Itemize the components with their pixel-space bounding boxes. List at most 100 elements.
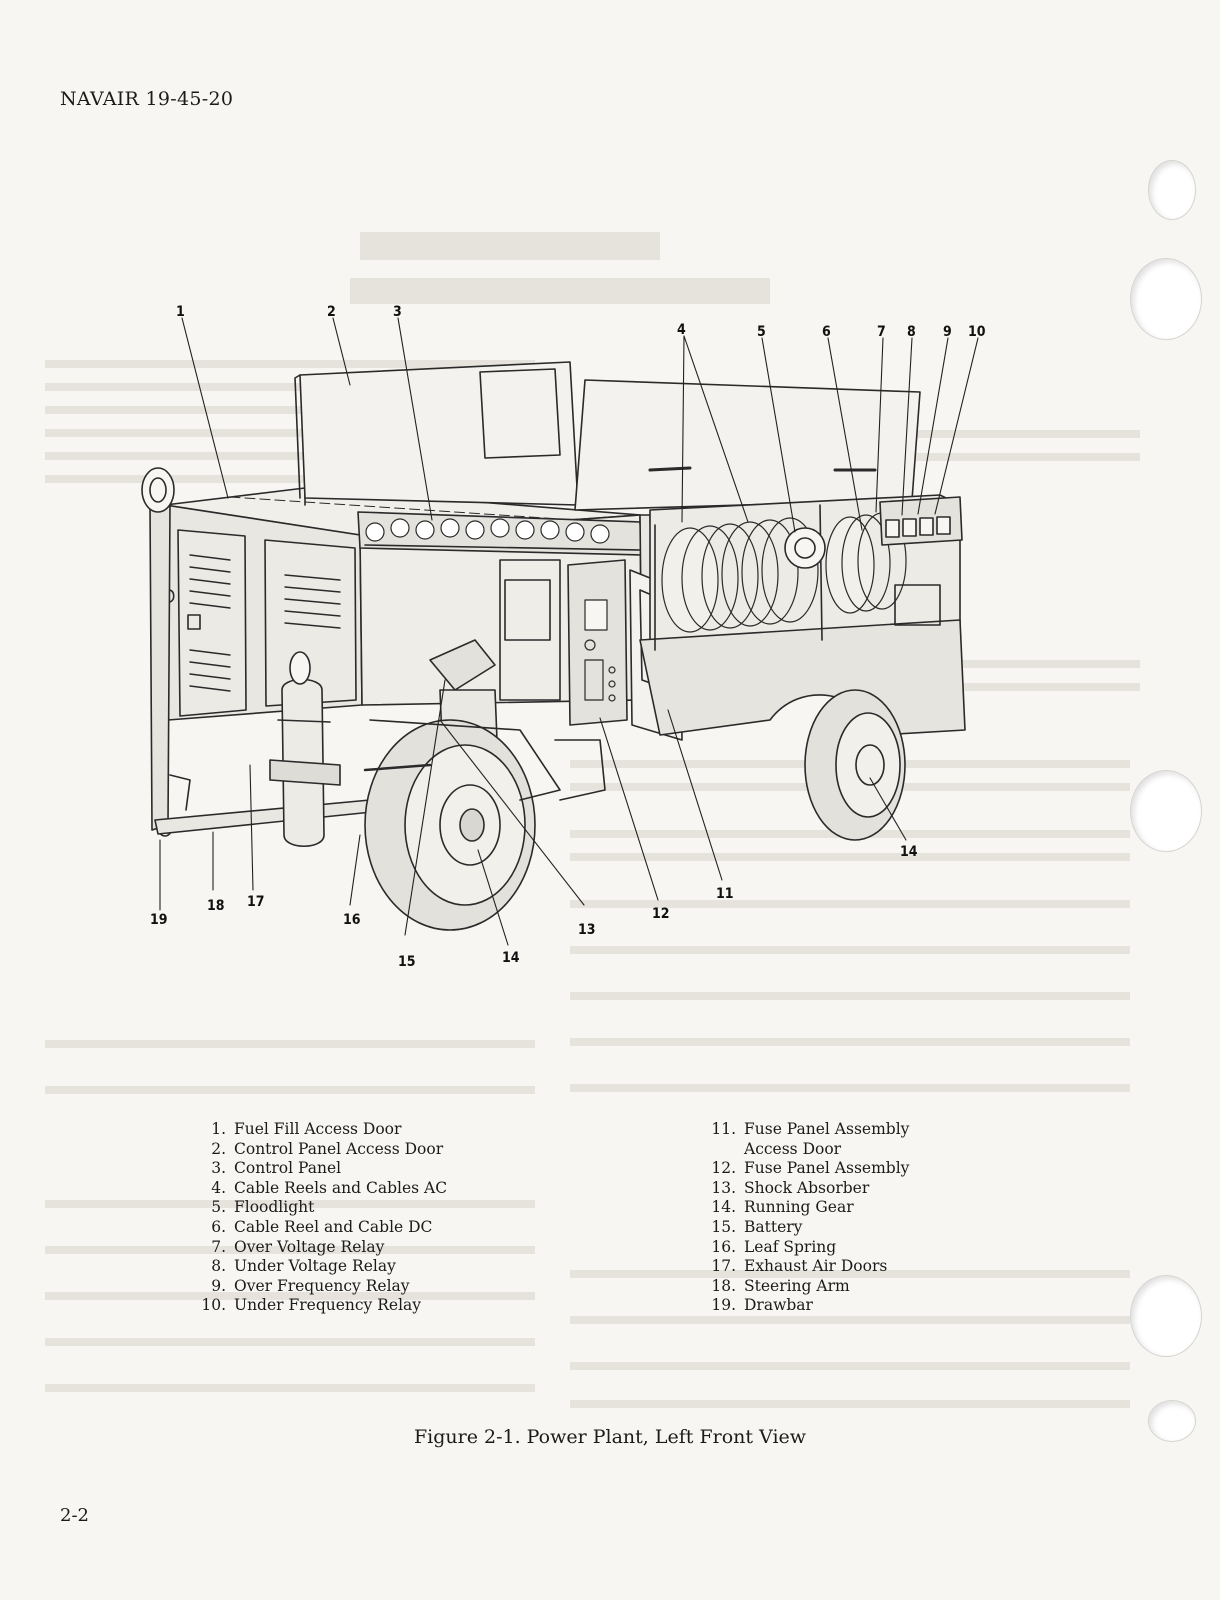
legend-number: 11.	[711, 1120, 736, 1138]
control-panel	[357, 511, 643, 556]
legend-number: 4.	[211, 1178, 226, 1197]
legend-number: 9.	[211, 1276, 226, 1295]
legend-number: 16.	[711, 1237, 736, 1256]
cable-reels-ac	[661, 517, 819, 633]
legend-number: 7.	[211, 1237, 226, 1256]
exhaust-air-doors	[177, 529, 357, 717]
legend-label: Cable Reel and Cable DC	[234, 1217, 433, 1236]
callout-4: 4	[677, 322, 686, 338]
legend-number: 17.	[711, 1257, 736, 1276]
rear-wheel	[804, 689, 906, 841]
legend-number: 2.	[211, 1139, 226, 1158]
legend-item: 3. Control Panel	[190, 1159, 447, 1179]
callout-10: 10	[968, 324, 986, 340]
legend-number: 3.	[211, 1159, 226, 1178]
legend-item: 19. Drawbar	[700, 1296, 909, 1316]
legend-number: 19.	[711, 1296, 736, 1315]
legend-item: 17. Exhaust Air Doors	[700, 1257, 909, 1277]
punch-hole	[1148, 160, 1196, 220]
legend-label: Control Panel Access Door	[234, 1139, 444, 1158]
legend-label: Exhaust Air Doors	[744, 1257, 888, 1276]
legend-right-column: 11. Fuse Panel Assembly Access Door 12. Fu…	[700, 1120, 909, 1316]
legend-label: Over Voltage Relay	[234, 1237, 385, 1256]
legend-number: 1.	[211, 1120, 226, 1138]
legend-label: Cable Reels and Cables AC	[234, 1178, 448, 1197]
over-voltage-relay	[885, 519, 900, 538]
punch-hole	[1130, 1275, 1202, 1357]
legend-label: Over Frequency Relay	[234, 1276, 410, 1295]
over-frequency-relay	[919, 517, 934, 536]
callout-2: 2	[327, 304, 336, 320]
punch-hole	[1130, 770, 1202, 852]
legend-label: Running Gear	[744, 1198, 854, 1217]
callout-17: 17	[247, 894, 265, 910]
front-wheel	[364, 719, 536, 931]
legend-item: 5. Floodlight	[190, 1198, 447, 1218]
legend-left-column: 1. Fuel Fill Access Door 2. Control Panel …	[190, 1120, 447, 1316]
page-number: 2-2	[60, 1505, 89, 1526]
legend-item: 4. Cable Reels and Cables AC	[190, 1179, 447, 1199]
callout-9: 9	[943, 324, 952, 340]
legend-item: 12. Fuse Panel Assembly	[700, 1159, 909, 1179]
callout-14-front: 14	[502, 950, 520, 966]
legend-item: 7. Over Voltage Relay	[190, 1238, 447, 1258]
battery	[269, 651, 341, 847]
callout-7: 7	[877, 324, 886, 340]
callout-14-rear: 14	[900, 844, 918, 860]
drawbar	[141, 467, 175, 837]
callout-8: 8	[907, 324, 916, 340]
control-panel-access-door	[294, 361, 579, 506]
legend-number: 10.	[201, 1296, 226, 1315]
punch-hole	[1130, 258, 1202, 340]
callout-6: 6	[822, 324, 831, 340]
callout-numbers: 1 2 3 4 5 6 7 8 9 10 11 12 13 14 14 15 1…	[150, 304, 986, 970]
legend-number: 5.	[211, 1198, 226, 1217]
cable-reel-dc	[825, 512, 907, 614]
legend-label: Under Voltage Relay	[234, 1257, 396, 1276]
legend-label: Fuse Panel Assembly Access Door	[744, 1120, 910, 1158]
callout-leader-lines	[159, 317, 979, 946]
callout-1: 1	[176, 304, 185, 320]
legend-label: Fuel Fill Access Door	[234, 1120, 402, 1138]
under-voltage-relay	[902, 518, 917, 537]
legend-item: 2. Control Panel Access Door	[190, 1140, 447, 1160]
legend-item: 14. Running Gear	[700, 1198, 909, 1218]
figure-caption: Figure 2-1. Power Plant, Left Front View	[413, 1426, 807, 1448]
legend-label: Fuse Panel Assembly	[744, 1159, 910, 1178]
legend-label: Steering Arm	[744, 1276, 850, 1295]
legend-item: 11. Fuse Panel Assembly Access Door	[700, 1120, 909, 1159]
callout-18: 18	[207, 898, 225, 914]
legend-item: 10.Under Frequency Relay	[190, 1296, 447, 1316]
document-id: NAVAIR 19-45-20	[60, 88, 234, 110]
callout-19: 19	[150, 912, 168, 928]
legend-label: Shock Absorber	[744, 1178, 870, 1197]
suspension	[363, 719, 606, 801]
legend-label: Drawbar	[744, 1296, 813, 1315]
relay-panel	[879, 496, 963, 626]
callout-12: 12	[652, 906, 670, 922]
legend-label: Floodlight	[234, 1198, 315, 1217]
legend-number: 8.	[211, 1257, 226, 1276]
legend-number: 14.	[711, 1198, 736, 1217]
callout-5: 5	[757, 324, 766, 340]
legend-item: 6. Cable Reel and Cable DC	[190, 1218, 447, 1238]
legend-number: 18.	[711, 1276, 736, 1295]
callout-16: 16	[343, 912, 361, 928]
callout-11: 11	[716, 886, 734, 902]
callout-15: 15	[398, 954, 416, 970]
legend-item: 8. Under Voltage Relay	[190, 1257, 447, 1277]
legend-label: Control Panel	[234, 1159, 342, 1178]
legend-item: 1. Fuel Fill Access Door	[190, 1120, 447, 1140]
callout-13: 13	[578, 922, 596, 938]
legend-number: 12.	[711, 1159, 736, 1178]
legend-item: 18. Steering Arm	[700, 1277, 909, 1297]
legend-item: 16. Leaf Spring	[700, 1238, 909, 1258]
legend-item: 13. Shock Absorber	[700, 1179, 909, 1199]
legend-label: Leaf Spring	[744, 1237, 837, 1256]
under-frequency-relay	[936, 516, 951, 535]
legend-label: Battery	[744, 1217, 803, 1236]
legend-item: 15.Battery	[700, 1218, 909, 1238]
legend-number: 6.	[211, 1217, 226, 1236]
legend-number: 13.	[711, 1178, 736, 1197]
